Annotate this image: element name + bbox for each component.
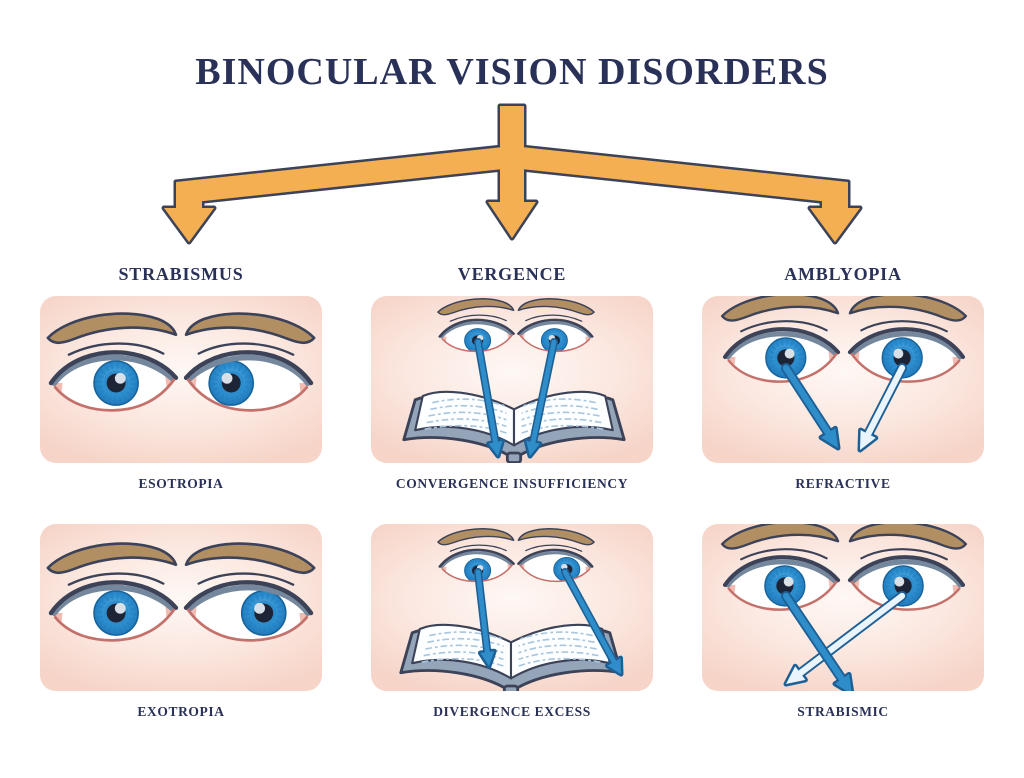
panel-divergence-excess (371, 524, 653, 691)
page-title: BINOCULAR VISION DISORDERS (195, 51, 829, 93)
gaze-arrow-weak-icon (783, 591, 907, 687)
column-header-vergence: VERGENCE (457, 263, 567, 284)
caption-convergence-insufficiency: CONVERGENCE INSUFFICIENCY (395, 476, 629, 491)
caption-divergence-excess: DIVERGENCE EXCESS (433, 704, 591, 719)
column-header-strabismus: STRABISMUS (118, 263, 244, 284)
left-eye-icon (46, 542, 176, 641)
open-book-icon (404, 392, 624, 463)
panel-convergence-insufficiency (371, 296, 653, 463)
divergence-excess-illustration (371, 528, 624, 691)
gaze-arrow-left-icon (474, 568, 497, 669)
caption-strabismic: STRABISMIC (797, 704, 889, 719)
gaze-arrow-left-icon (474, 338, 505, 459)
left-eye-icon (720, 296, 838, 382)
panel-strabismic-amblyopia (702, 524, 984, 691)
disorder-grid: STRABISMUS VERGENCE AMBLYOPIA (0, 252, 1024, 752)
exotropia-eyes-illustration (46, 542, 316, 691)
gaze-arrow-weak-icon (857, 363, 907, 453)
left-eye-icon (46, 312, 176, 411)
right-eye-icon (850, 296, 968, 382)
right-eye-icon (516, 528, 595, 584)
caption-exotropia: EXOTROPIA (137, 704, 225, 719)
panel-exotropia (40, 524, 322, 691)
right-eye-icon (186, 542, 316, 641)
left-eye-icon (720, 524, 838, 610)
branch-arrow-icon (161, 103, 863, 245)
caption-refractive: REFRACTIVE (795, 476, 891, 491)
right-eye-icon (850, 524, 968, 610)
caption-esotropia: ESOTROPIA (138, 476, 224, 491)
gaze-arrow-right-icon (561, 568, 624, 677)
panel-esotropia (40, 296, 322, 463)
strabismic-amblyopia-illustration (720, 524, 968, 691)
gaze-arrow-right-icon (523, 338, 558, 459)
gaze-arrow-strong-icon (781, 591, 855, 691)
convergence-insufficiency-illustration (371, 298, 653, 463)
refractive-amblyopia-illustration (720, 296, 968, 453)
panel-refractive-amblyopia (702, 296, 984, 463)
gaze-arrow-strong-icon (781, 363, 841, 451)
column-header-amblyopia: AMBLYOPIA (784, 263, 902, 284)
esotropia-eyes-illustration (46, 312, 316, 463)
open-book-icon (401, 625, 621, 691)
right-eye-icon (186, 312, 316, 411)
